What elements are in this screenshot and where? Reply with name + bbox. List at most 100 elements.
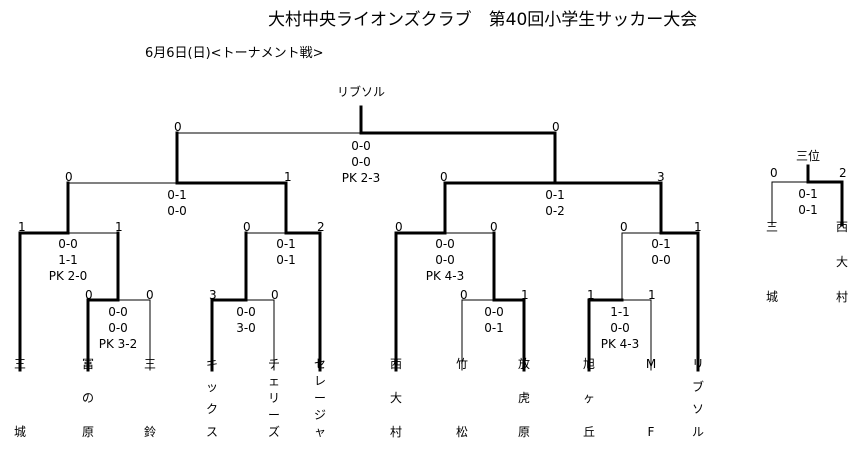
team-ribsol-char-3: ル	[691, 425, 704, 439]
qf1-score-pk: PK 2-0	[48, 269, 88, 283]
r1a-score-2: 0-0	[108, 321, 128, 335]
r1c-score-2: 0-1	[484, 321, 504, 335]
sf-right-left-goals: 0	[440, 170, 448, 184]
sf-right-score-2: 0-2	[545, 204, 565, 218]
r1a-score-pk: PK 3-2	[98, 337, 138, 351]
sf-right-right-goals: 3	[657, 170, 665, 184]
team-ribsol-char-1: ブ	[691, 380, 704, 394]
team-seleja-char-1: レ	[313, 374, 326, 388]
team-cherries-char-3: ー	[267, 408, 280, 422]
team-cherries-char-1: ェ	[267, 374, 280, 388]
qf1-score-1: 0-0	[58, 237, 78, 251]
r1a-score-1: 0-0	[108, 305, 128, 319]
qf2-right-goals: 2	[317, 220, 325, 234]
team-asahigaoka-char-2: 丘	[582, 425, 595, 439]
team-takematsu-char-2: 松	[455, 425, 468, 439]
sf-left-score-1: 0-1	[167, 188, 187, 202]
third-place-title: 三位	[795, 149, 821, 163]
final-score-pk: PK 2-3	[341, 171, 381, 185]
team-seleja-char-3: ジ	[313, 408, 326, 422]
third-score-2: 0-1	[798, 203, 818, 217]
sf-right-score-1: 0-1	[545, 188, 565, 202]
r1d-score-pk: PK 4-3	[600, 337, 640, 351]
team-hokobara-char-1: 虎	[517, 391, 530, 405]
qf3-right-goals: 0	[490, 220, 498, 234]
r1d-score-2: 0-0	[610, 321, 630, 335]
team-kids-char-2: ク	[205, 402, 218, 416]
final-left-goals: 0	[174, 120, 182, 134]
team-tominohara-char-0: 富	[81, 357, 94, 371]
r1d-right-goals: 1	[648, 288, 656, 302]
qf3-score-1: 0-0	[435, 237, 455, 251]
sf-left-score-2: 0-0	[167, 204, 187, 218]
team-tominohara-char-1: の	[81, 391, 94, 405]
team-mf-char-0: M	[645, 357, 657, 371]
team-ribsol-char-2: ソ	[691, 402, 704, 416]
r1c-left-goals: 0	[460, 288, 468, 302]
third-team-nishiomura-char-0: 西	[835, 220, 848, 234]
team-mirei-char-2: 鈴	[143, 425, 156, 439]
r1d-score-1: 1-1	[610, 305, 630, 319]
qf2-score-1: 0-1	[276, 237, 296, 251]
team-kids-char-1: ッ	[205, 380, 218, 394]
third-right-goals: 2	[839, 166, 847, 180]
team-cherries-char-0: チ	[267, 357, 280, 371]
qf3-score-pk: PK 4-3	[425, 269, 465, 283]
r1b-score-1: 0-0	[236, 305, 256, 319]
sf-left-left-goals: 0	[65, 170, 73, 184]
team-seleja-char-2: ー	[313, 391, 326, 405]
team-mf-char-2: F	[647, 425, 655, 439]
team-tominohara-char-2: 原	[81, 425, 94, 439]
team-seleja-char-4: ャ	[313, 425, 326, 439]
qf3-left-goals: 0	[395, 220, 403, 234]
team-hokobara-char-0: 放	[517, 357, 530, 371]
r1b-score-2: 3-0	[236, 321, 256, 335]
qf4-score-2: 0-0	[651, 253, 671, 267]
qf3-score-2: 0-0	[435, 253, 455, 267]
team-kids-char-3: ス	[205, 425, 218, 439]
r1c-score-1: 0-0	[484, 305, 504, 319]
page-title: 大村中央ライオンズクラブ 第40回小学生サッカー大会	[268, 10, 698, 30]
third-team-mikiri-char-2: 城	[765, 290, 778, 304]
team-ribsol-char-0: リ	[691, 357, 704, 371]
qf4-score-1: 0-1	[651, 237, 671, 251]
team-kids-char-0: キ	[205, 357, 218, 371]
final-score-2: 0-0	[351, 155, 371, 169]
team-seleja-char-0: セ	[313, 357, 326, 371]
r1a-left-goals: 0	[85, 288, 93, 302]
third-team-mikiri-char-0: 三	[765, 220, 778, 234]
r1c-right-goals: 1	[521, 288, 529, 302]
r1a-right-goals: 0	[146, 288, 154, 302]
r1b-left-goals: 3	[209, 288, 217, 302]
champion-label: リブソル	[336, 85, 386, 99]
team-nishiomura-char-2: 村	[389, 425, 402, 439]
r1b-right-goals: 0	[271, 288, 279, 302]
team-mikiri-char-2: 城	[13, 425, 26, 439]
qf1-left-goals: 1	[18, 220, 26, 234]
third-score-1: 0-1	[798, 187, 818, 201]
team-hokobara-char-2: 原	[517, 425, 530, 439]
qf4-right-goals: 1	[694, 220, 702, 234]
sf-left-right-goals: 1	[284, 170, 292, 184]
third-left-goals: 0	[770, 166, 778, 180]
final-right-goals: 0	[552, 120, 560, 134]
qf1-score-2: 1-1	[58, 253, 78, 267]
team-asahigaoka-char-1: ヶ	[582, 391, 595, 405]
qf4-left-goals: 0	[620, 220, 628, 234]
final-score-1: 0-0	[351, 139, 371, 153]
team-cherries-char-4: ズ	[267, 425, 280, 439]
team-mirei-char-0: 三	[143, 357, 156, 371]
team-takematsu-char-0: 竹	[455, 357, 468, 371]
r1d-left-goals: 1	[587, 288, 595, 302]
third-team-nishiomura-char-2: 村	[835, 290, 848, 304]
third-team-nishiomura-char-1: 大	[835, 255, 848, 269]
team-asahigaoka-char-0: 旭	[582, 357, 595, 371]
team-nishiomura-char-0: 西	[389, 357, 402, 371]
team-mikiri-char-0: 三	[13, 357, 26, 371]
qf2-left-goals: 0	[243, 220, 251, 234]
event-date: 6月6日(日)<トーナメント戦>	[145, 46, 324, 61]
team-nishiomura-char-1: 大	[389, 391, 402, 405]
qf1-right-goals: 1	[115, 220, 123, 234]
